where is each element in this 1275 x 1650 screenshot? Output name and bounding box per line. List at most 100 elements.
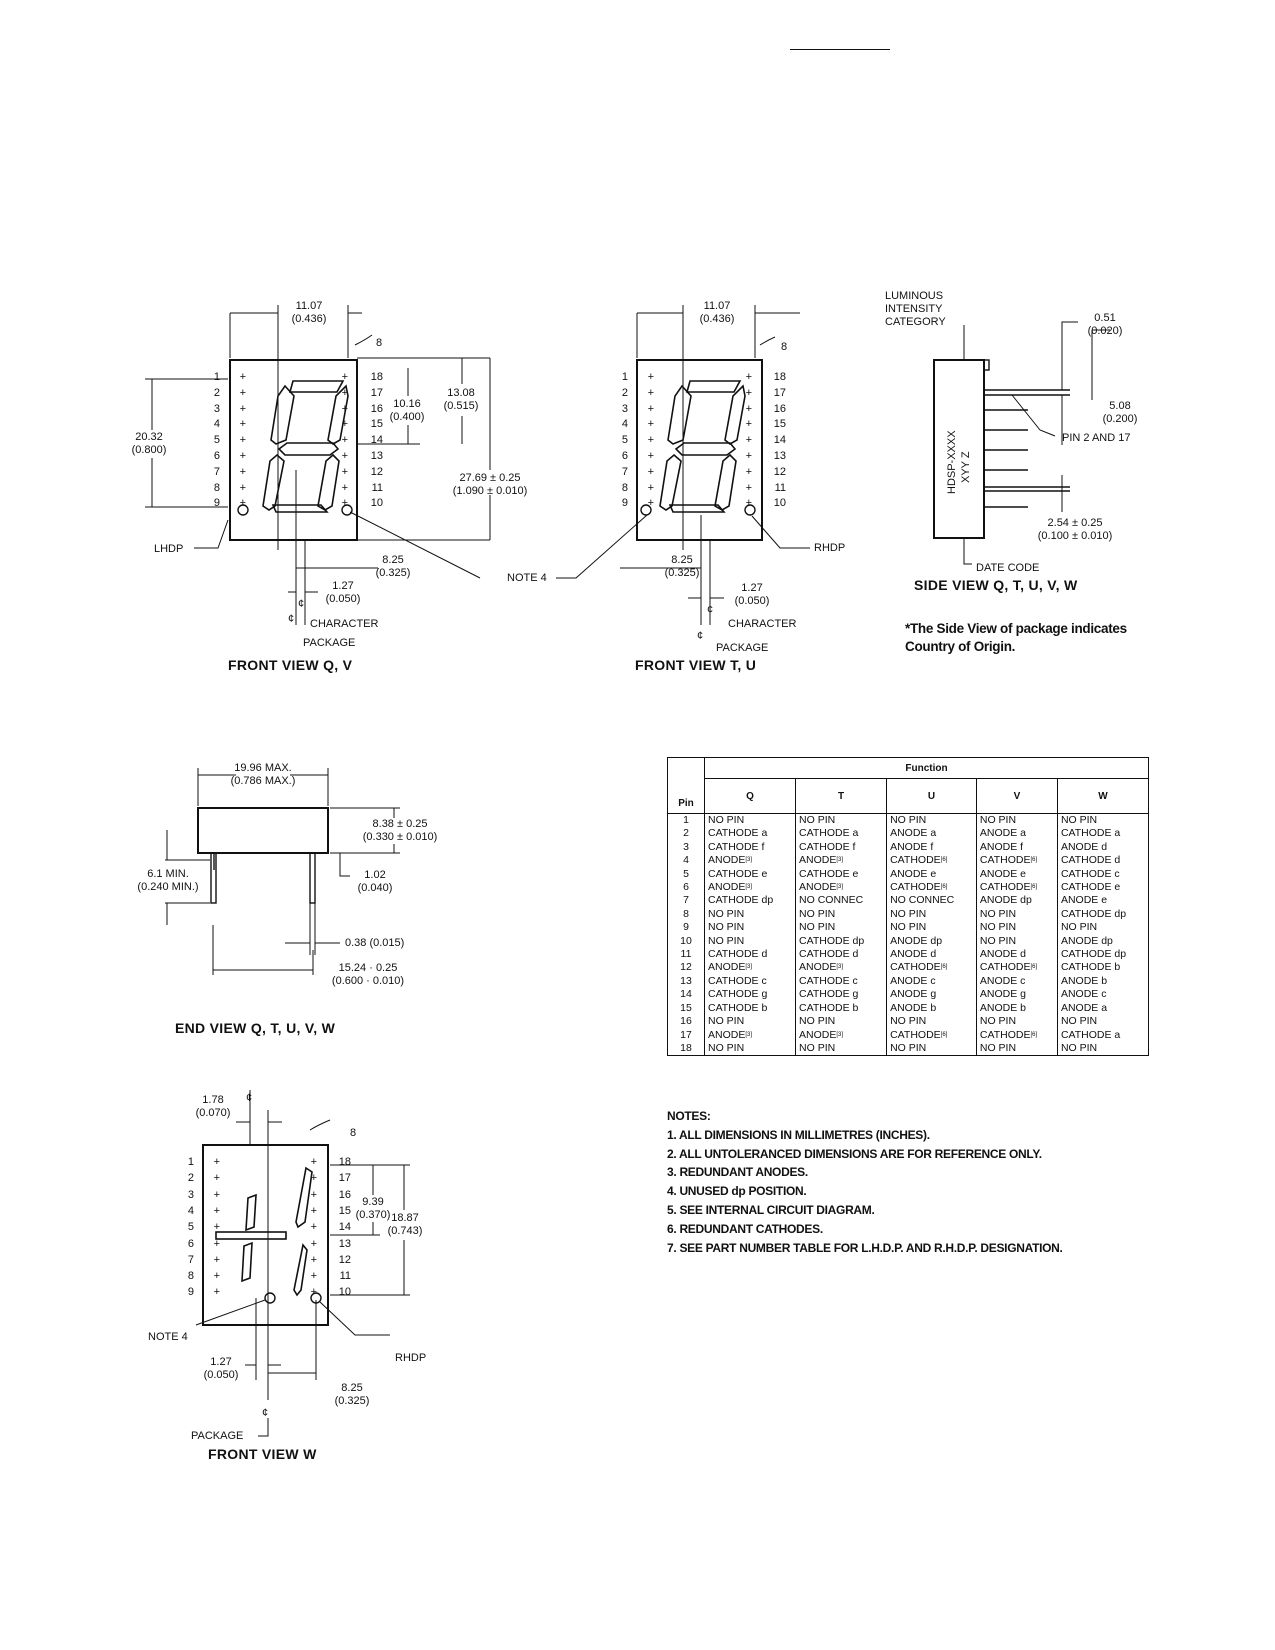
- pin-marker-icon: +: [310, 1253, 317, 1266]
- dp-dot: [640, 504, 652, 516]
- note-item: 1. ALL DIMENSIONS IN MILLIMETRES (INCHES…: [667, 1127, 930, 1142]
- dim-d1: 0.51(0.020): [1087, 312, 1123, 337]
- dim-height: 18.87(0.743): [387, 1212, 423, 1237]
- pin-cell: 5: [667, 867, 705, 882]
- pin-marker-icon: +: [239, 450, 246, 462]
- pin-number: 17: [370, 386, 383, 399]
- function-cell-u: ANODE c: [886, 974, 977, 989]
- function-cell-v: ANODE c: [975, 974, 1058, 989]
- pin-marker-icon: +: [745, 465, 752, 478]
- pin-cell: 18: [667, 1041, 705, 1056]
- pin-marker-icon: +: [239, 465, 246, 478]
- pin-number: 17: [338, 1172, 351, 1185]
- col-header-v: V: [975, 778, 1058, 814]
- pin-marker-icon: +: [310, 1204, 317, 1217]
- pin-marker-icon: +: [647, 497, 654, 510]
- dim-pitch: 2.54 ± 0.25(0.100 ± 0.010): [1037, 517, 1113, 542]
- pin-number: 2: [187, 1172, 194, 1185]
- character-label: CHARACTER: [728, 618, 797, 630]
- pin-marker-icon: +: [745, 386, 752, 399]
- pin-marker-icon: +: [341, 371, 348, 383]
- function-cell-u: ANODE e: [886, 867, 977, 882]
- pin-marker-icon: +: [341, 450, 348, 462]
- notes-list: 1. ALL DIMENSIONS IN MILLIMETRES (INCHES…: [667, 1127, 1063, 1255]
- function-cell-q: ANODE[3]: [703, 881, 797, 895]
- function-cell-t: CATHODE d: [795, 948, 888, 962]
- function-cell-u: CATHODE[6]: [886, 854, 977, 868]
- dim-diameter: 0.38 (0.015): [345, 937, 405, 949]
- function-cell-w: CATHODE e: [1056, 881, 1150, 895]
- pin-number: 4: [621, 418, 628, 431]
- pin-number: 16: [370, 402, 383, 415]
- dim-angle: 8: [376, 337, 383, 349]
- pin-marker-icon: +: [213, 1221, 220, 1234]
- pin-marker-icon: +: [745, 418, 752, 431]
- pin-number: 2: [621, 386, 628, 399]
- pin-marker-icon: +: [213, 1237, 220, 1250]
- function-cell-q: NO PIN: [703, 907, 797, 922]
- pin-number: 12: [773, 465, 786, 478]
- function-cell-q: NO PIN: [703, 921, 797, 935]
- pin-marker-icon: +: [745, 481, 752, 494]
- pin-number: 14: [773, 434, 786, 447]
- pin-marker-icon: +: [213, 1204, 220, 1217]
- pin-number: 14: [370, 434, 383, 447]
- pin-number: 18: [370, 371, 383, 383]
- function-cell-w: CATHODE dp: [1056, 907, 1150, 922]
- pin-cell: 10: [667, 934, 705, 949]
- function-cell-u: NO PIN: [886, 921, 977, 935]
- pin-cell: 7: [667, 894, 705, 908]
- pin-marker-icon: +: [239, 386, 246, 399]
- pin-number: 9: [621, 497, 628, 510]
- function-cell-u: ANODE g: [886, 988, 977, 1002]
- function-cell-t: NO PIN: [795, 1041, 888, 1056]
- function-cell-q: CATHODE a: [703, 827, 797, 841]
- function-cell-u: CATHODE[6]: [886, 881, 977, 895]
- pin-number: 3: [621, 402, 628, 415]
- function-cell-u: NO PIN: [886, 1015, 977, 1029]
- function-cell-v: NO PIN: [975, 934, 1058, 949]
- function-cell-v: NO PIN: [975, 1015, 1058, 1029]
- cl-package-symbol: ¢: [697, 630, 704, 642]
- lhdp-dot: [237, 504, 249, 516]
- function-cell-v: NO PIN: [975, 921, 1058, 935]
- pin-cell: 16: [667, 1015, 705, 1029]
- rhdp-dot: [744, 504, 756, 516]
- pin-2-17-label: PIN 2 AND 17: [1062, 432, 1131, 444]
- pin-number: 1: [187, 1156, 194, 1168]
- front-view-w-caption: FRONT VIEW W: [208, 1446, 317, 1462]
- pin-marker-icon: +: [745, 371, 752, 383]
- pin-number: 15: [773, 418, 786, 431]
- function-cell-q: CATHODE dp: [703, 894, 797, 908]
- dim-height: 20.32(0.800): [131, 431, 167, 456]
- side-leads: [984, 389, 1070, 508]
- function-cell-t: CATHODE a: [795, 827, 888, 841]
- function-cell-t: NO PIN: [795, 921, 888, 935]
- function-cell-u: ANODE dp: [886, 934, 977, 949]
- cl-character-symbol: ¢: [298, 598, 305, 610]
- pin-marker-icon: +: [647, 371, 654, 383]
- function-cell-w: NO PIN: [1056, 1015, 1150, 1029]
- dim-segment: 10.16(0.400): [389, 398, 425, 423]
- pin-cell: 12: [667, 961, 705, 975]
- notes-title: NOTES:: [667, 1109, 711, 1123]
- function-cell-t: NO PIN: [795, 1015, 888, 1029]
- pin-number: 15: [338, 1204, 351, 1217]
- pin-number: 12: [338, 1253, 351, 1266]
- pin-marker-icon: +: [310, 1172, 317, 1185]
- pin-number: 15: [370, 418, 383, 431]
- pin-number: 13: [338, 1237, 351, 1250]
- note-item: 6. REDUNDANT CATHODES.: [667, 1221, 823, 1236]
- dp-dot: [341, 504, 353, 516]
- pin-number: 7: [621, 465, 628, 478]
- function-cell-u: ANODE a: [886, 827, 977, 841]
